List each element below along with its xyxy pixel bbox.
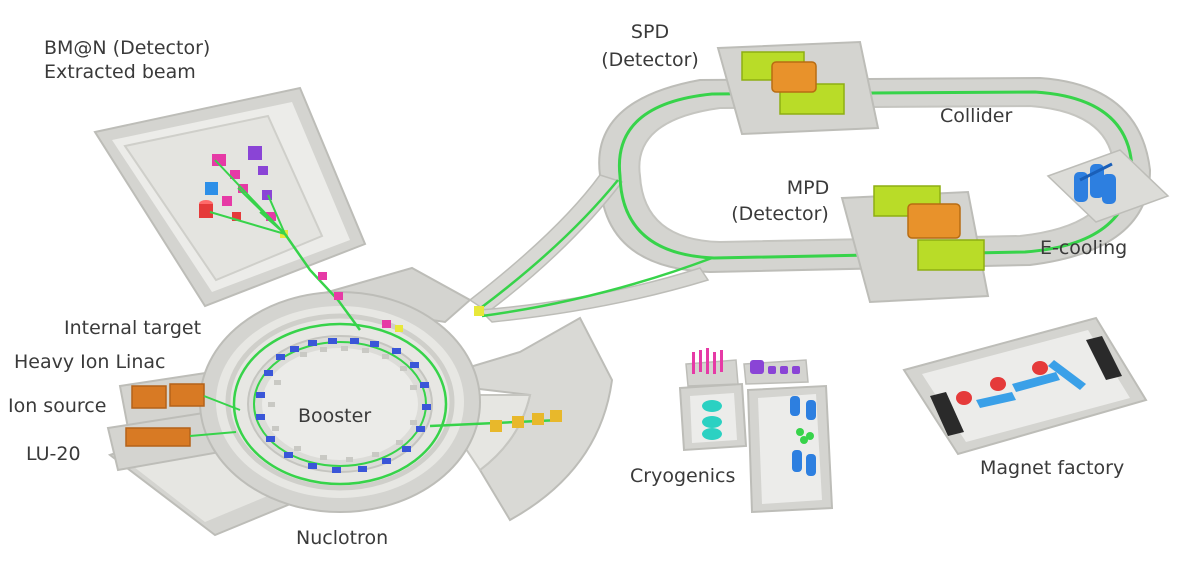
linac-tanks — [125, 383, 241, 447]
collider-tunnel — [468, 76, 1152, 323]
spd-detector-hall — [716, 40, 880, 136]
booster-label: Booster — [298, 405, 372, 427]
extracted-beam-label: Extracted beam — [44, 61, 196, 83]
magnet-factory-hall — [902, 316, 1148, 456]
spd-label: SPD — [630, 21, 670, 43]
mpd-detector-hall — [840, 185, 990, 304]
magnet-factory-label: Magnet factory — [980, 457, 1125, 479]
ecooling-label: E-cooling — [1040, 237, 1128, 259]
internal-target-label: Internal target — [64, 317, 202, 339]
bmn-detector-label: BM@N (Detector) — [44, 37, 211, 59]
external-beamline — [429, 410, 562, 432]
lu20-label: LU-20 — [26, 443, 81, 465]
ecooling-system — [1046, 149, 1170, 223]
spd-detector-label: (Detector) — [601, 49, 699, 71]
mpd-detector-label: (Detector) — [731, 203, 829, 225]
nuclotron-ring — [232, 320, 448, 486]
bmn-detector-components — [199, 146, 288, 238]
nuclotron-label: Nuclotron — [296, 527, 389, 549]
cryogenics-area — [678, 348, 834, 514]
cryogenics-label: Cryogenics — [630, 465, 736, 487]
bmn-extraction-beamline — [283, 233, 362, 331]
heavy-ion-linac-label: Heavy Ion Linac — [14, 351, 166, 373]
collider-label: Collider — [940, 105, 1013, 127]
mpd-label: MPD — [786, 177, 830, 199]
ion-source-label: Ion source — [8, 395, 107, 417]
